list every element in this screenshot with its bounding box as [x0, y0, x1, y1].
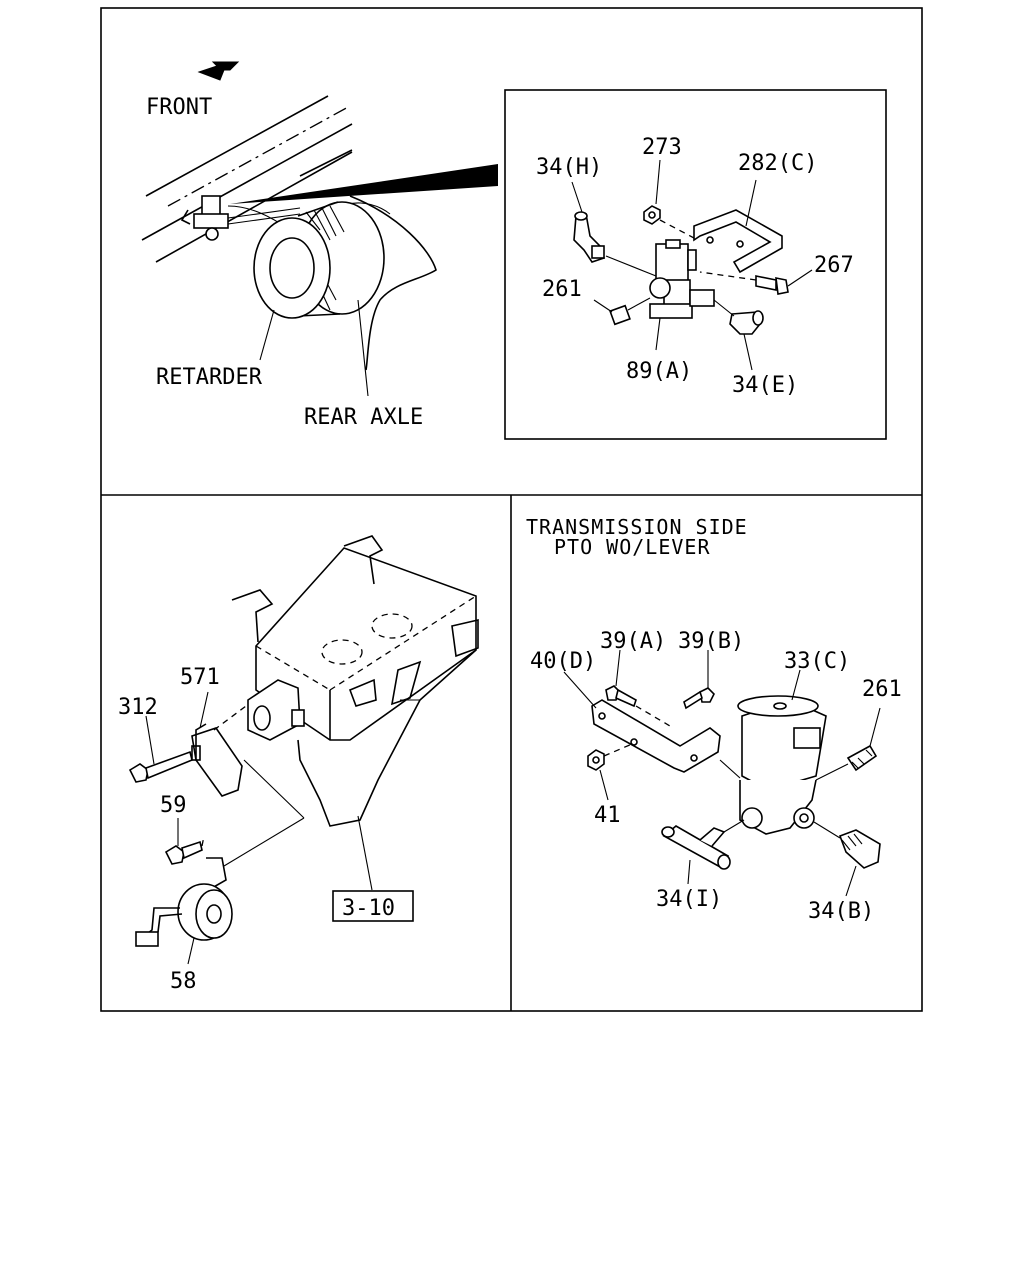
- front-label: FRONT: [146, 95, 212, 120]
- fitting-261: [815, 707, 881, 781]
- label-39b: 39(B): [678, 629, 744, 654]
- nut-41: [587, 743, 633, 801]
- bottom-left-panel: 571 312 59 58 3-10: [118, 535, 479, 994]
- header-pto-wo-lever: PTO WO/LEVER: [554, 535, 711, 559]
- rear-axle-label: REAR AXLE: [304, 405, 423, 430]
- retarder: [253, 201, 385, 397]
- page-reference-label: 3-10: [342, 896, 395, 921]
- label-34i: 34(I): [656, 887, 722, 912]
- label-40d: 40(D): [530, 649, 596, 674]
- label-33c: 33(C): [784, 649, 850, 674]
- label-41: 41: [594, 803, 621, 828]
- bolt-312: [128, 715, 193, 783]
- label-34b: 34(B): [808, 899, 874, 924]
- page-reference-box[interactable]: 3-10: [332, 890, 414, 922]
- label-261-detail: 261: [542, 277, 582, 302]
- label-34e: 34(E): [732, 373, 798, 398]
- detail-callout-wedge: [230, 164, 498, 204]
- valve-detail-box: 34(H) 273 282(C) 267 261 89(A) 34(E): [504, 89, 887, 440]
- label-89a: 89(A): [626, 359, 692, 384]
- tee-fitting-34i: [661, 819, 745, 885]
- screw-59: [164, 818, 205, 865]
- header-transmission-side: TRANSMISSION SIDE: [526, 515, 748, 539]
- sensor-58: [135, 759, 305, 965]
- top-panel: FRONT: [141, 61, 887, 440]
- bracket-282c: [693, 179, 783, 274]
- label-34h: 34(H): [536, 155, 602, 180]
- front-arrow-icon: [197, 61, 240, 81]
- label-59: 59: [160, 793, 187, 818]
- retarder-label: RETARDER: [156, 365, 263, 390]
- label-571: 571: [180, 665, 220, 690]
- label-58: 58: [170, 969, 197, 994]
- bracket-40d: [563, 671, 721, 773]
- label-261: 261: [862, 677, 902, 702]
- nut-273: [643, 159, 695, 239]
- label-312: 312: [118, 695, 158, 720]
- bolt-267: [699, 269, 813, 295]
- bolt-39b: [683, 650, 715, 710]
- solenoid-valve-33c: [719, 669, 827, 835]
- solenoid-valve-89a: [605, 239, 715, 351]
- elbow-34b: [813, 821, 881, 897]
- label-267: 267: [814, 253, 854, 278]
- label-39a: 39(A): [600, 629, 666, 654]
- transmission-housing: [231, 535, 479, 891]
- label-282c: 282(C): [738, 151, 817, 176]
- elbow-34h: [571, 181, 606, 263]
- label-273: 273: [642, 135, 682, 160]
- elbow-34e: [713, 299, 764, 371]
- bracket-571: [191, 691, 247, 797]
- bolt-39a: [605, 649, 671, 727]
- bottom-right-panel: TRANSMISSION SIDE PTO WO/LEVER: [526, 515, 902, 924]
- chassis-frame: [141, 95, 437, 371]
- diagram-frame: [100, 7, 923, 1012]
- fitting-261-detail: [593, 297, 651, 326]
